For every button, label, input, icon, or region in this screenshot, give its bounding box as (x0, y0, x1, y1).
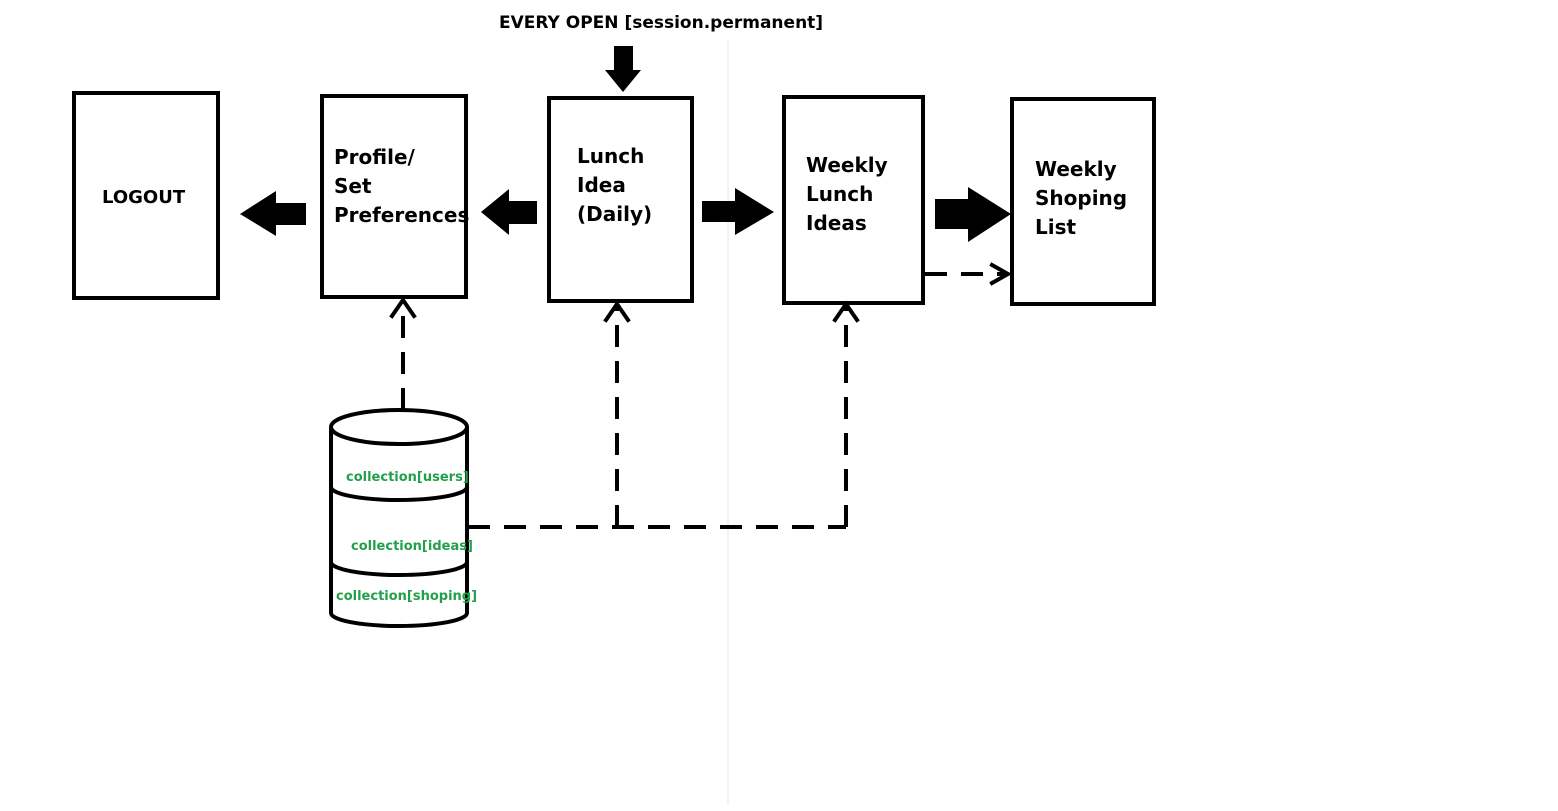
lunch-idea-box (547, 96, 694, 303)
weekly-shopping-label: Weekly Shoping List (1035, 157, 1134, 239)
profile-node[interactable]: Profile/ Set Preferences (320, 94, 469, 299)
dashed-arrowhead-shopping (989, 262, 1013, 286)
weekly-lunch-node[interactable]: Weekly Lunch Ideas (782, 95, 925, 305)
logout-label: LOGOUT (102, 187, 186, 208)
weekly-shopping-node[interactable]: Weekly Shoping List (1010, 97, 1156, 306)
dashed-arrowhead-lunch (603, 300, 631, 323)
arrow-lunch-to-weekly (702, 188, 774, 235)
collection-shoping-label: collection[shoping] (336, 589, 477, 604)
profile-box (320, 94, 468, 299)
logout-node[interactable]: LOGOUT (72, 91, 220, 300)
database-top (329, 408, 469, 446)
dashed-arrowhead-weekly (832, 300, 860, 323)
collection-users-label: collection[users] (346, 470, 469, 485)
lunch-idea-label: Lunch Idea (Daily) (577, 144, 652, 226)
lunch-idea-node[interactable]: Lunch Idea (Daily) (547, 96, 694, 303)
database-divider-2 (329, 561, 469, 577)
weekly-lunch-box (782, 95, 925, 305)
arrow-lunch-to-profile (481, 189, 537, 235)
profile-label: Profile/ Set Preferences (334, 145, 469, 227)
database-cylinder: collection[users] collection[ideas] coll… (329, 408, 477, 628)
database-body (329, 427, 469, 628)
weekly-lunch-label: Weekly Lunch Ideas (806, 153, 895, 235)
dashed-arrowhead-profile (389, 296, 417, 319)
database-divider-1 (329, 486, 469, 502)
trigger-down-arrow (605, 46, 641, 92)
weekly-shopping-box (1010, 97, 1156, 306)
logout-box (72, 91, 220, 300)
collection-ideas-label: collection[ideas] (351, 539, 473, 554)
trigger-label: EVERY OPEN [session.permanent] (499, 13, 823, 33)
arrow-profile-to-logout (240, 191, 306, 236)
arrow-weekly-to-shopping (935, 187, 1011, 242)
